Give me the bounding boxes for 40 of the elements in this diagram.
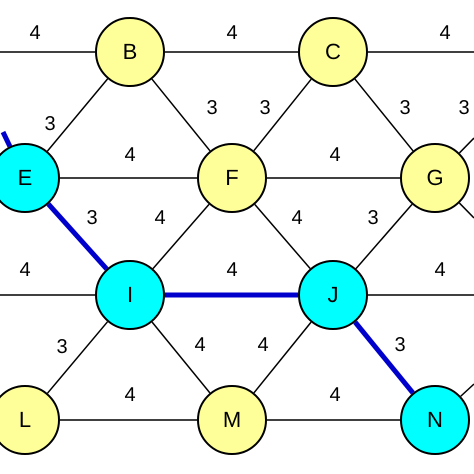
edge-line: [458, 202, 474, 219]
edge-line: [253, 322, 312, 394]
graph-node: [95, 260, 165, 330]
node-label: G: [426, 165, 444, 191]
node-label: N: [427, 407, 443, 433]
node-label: L: [18, 407, 32, 433]
highlighted-edge: [46, 202, 108, 271]
node-label: J: [328, 282, 338, 308]
node-label: F: [225, 165, 239, 191]
node-label: B: [122, 39, 138, 65]
node-label: I: [126, 282, 134, 308]
node-label: E: [18, 165, 32, 191]
node-label: C: [325, 39, 341, 65]
highlighted-edge: [165, 292, 298, 298]
edge-line: [0, 294, 95, 296]
graph-node: [0, 143, 60, 213]
edge-line: [460, 383, 474, 397]
edge-line: [46, 321, 108, 394]
highlighted-edge: [353, 320, 415, 394]
edge-line: [368, 51, 474, 53]
edge-line: [458, 137, 474, 154]
edge-line: [151, 78, 211, 152]
edge-line: [354, 78, 414, 152]
graph-node: [0, 385, 60, 455]
edge-line: [267, 419, 400, 421]
edge-line: [368, 294, 474, 296]
edge-line: [60, 419, 197, 421]
edge-line: [267, 177, 400, 179]
highlighted-edge: [0, 130, 12, 148]
graph-node: [400, 143, 470, 213]
edge-line: [60, 177, 197, 179]
edge-line: [254, 204, 311, 269]
edge-line: [165, 51, 298, 53]
edge-line: [253, 78, 312, 152]
edge-line: [152, 204, 210, 270]
node-label: M: [222, 407, 242, 433]
edge-line: [0, 51, 95, 53]
edge-line: [46, 78, 108, 152]
edge-line: [355, 204, 413, 270]
edge-line: [152, 322, 210, 394]
